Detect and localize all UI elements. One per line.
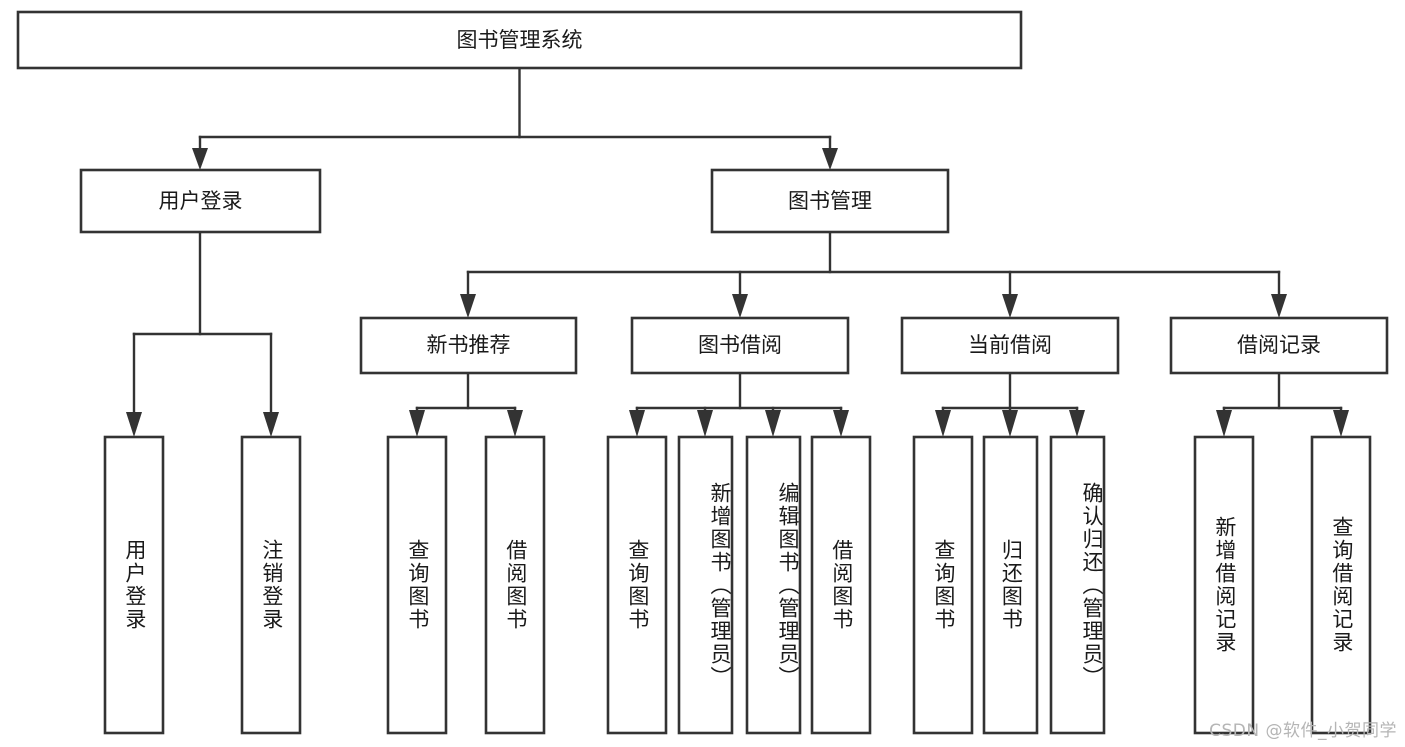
node-borrow-records[interactable] (1169, 316, 1389, 375)
arrow-head-leaf-current-borrow-2 (1069, 410, 1085, 437)
arrow-head-leaf-new-book-0 (409, 410, 425, 437)
node-leaf-borrow-records-0[interactable] (1193, 435, 1255, 735)
node-root-label: 图书管理系统 (457, 28, 583, 52)
node-leaf-new-book-1[interactable] (484, 435, 546, 735)
node-root[interactable] (16, 10, 1023, 70)
arrow-head-leaf-book-borrow-2 (765, 410, 781, 437)
node-new-book-label: 新书推荐 (427, 333, 511, 357)
node-new-book[interactable] (359, 316, 578, 375)
node-leaf-new-book-0[interactable] (386, 435, 448, 735)
node-leaf-current-borrow-1[interactable] (982, 435, 1039, 735)
arrow-head-borrow-records (1271, 294, 1287, 318)
csdn-watermark: CSDN @软件_小贺同学 (1209, 721, 1397, 741)
node-leaf-current-borrow-2[interactable] (1049, 435, 1106, 735)
node-borrow-records-label: 借阅记录 (1237, 333, 1321, 357)
arrow-head-book-borrow (732, 294, 748, 318)
node-current-borrow-label: 当前借阅 (968, 333, 1052, 357)
arrow-head-leaf-current-borrow-0 (935, 410, 951, 437)
arrow-head-leaf-book-borrow-0 (629, 410, 645, 437)
node-book-borrow[interactable] (630, 316, 850, 375)
node-leaf-book-borrow-0[interactable] (606, 435, 668, 735)
arrow-head-leaf-borrow-records-0 (1216, 410, 1232, 437)
node-book-mgmt-label: 图书管理 (788, 189, 872, 213)
connector-layer (126, 66, 1349, 437)
node-current-borrow[interactable] (900, 316, 1120, 375)
node-leaf-user-login-1[interactable] (240, 435, 302, 735)
arrow-head-current-borrow (1002, 294, 1018, 318)
node-leaf-current-borrow-0[interactable] (912, 435, 974, 735)
node-leaf-book-borrow-1[interactable] (677, 435, 734, 735)
arrow-head-leaf-user-login-0 (126, 412, 142, 437)
node-layer: 图书管理系统 用户登录 图书管理 新书推荐 图书借阅 当前借阅 借阅记录 (16, 10, 1389, 735)
arrow-head-leaf-book-borrow-3 (833, 410, 849, 437)
node-leaf-borrow-records-1[interactable] (1310, 435, 1372, 735)
arrow-head-leaf-borrow-records-1 (1333, 410, 1349, 437)
node-user-login-label: 用户登录 (159, 189, 243, 213)
arrow-head-user-login (192, 148, 208, 170)
node-leaf-book-borrow-3[interactable] (810, 435, 872, 735)
node-leaf-user-login-0[interactable] (103, 435, 165, 735)
node-leaf-book-borrow-2[interactable] (745, 435, 802, 735)
arrow-head-leaf-current-borrow-1 (1002, 410, 1018, 437)
node-user-login[interactable] (79, 168, 322, 234)
arrow-head-leaf-new-book-1 (507, 410, 523, 437)
arrow-head-leaf-user-login-1 (263, 412, 279, 437)
arrow-head-leaf-book-borrow-1 (697, 410, 713, 437)
node-book-mgmt[interactable] (710, 168, 950, 234)
node-book-borrow-label: 图书借阅 (698, 333, 782, 357)
arrow-head-new-book (460, 294, 476, 318)
arrow-head-book-mgmt (822, 148, 838, 170)
